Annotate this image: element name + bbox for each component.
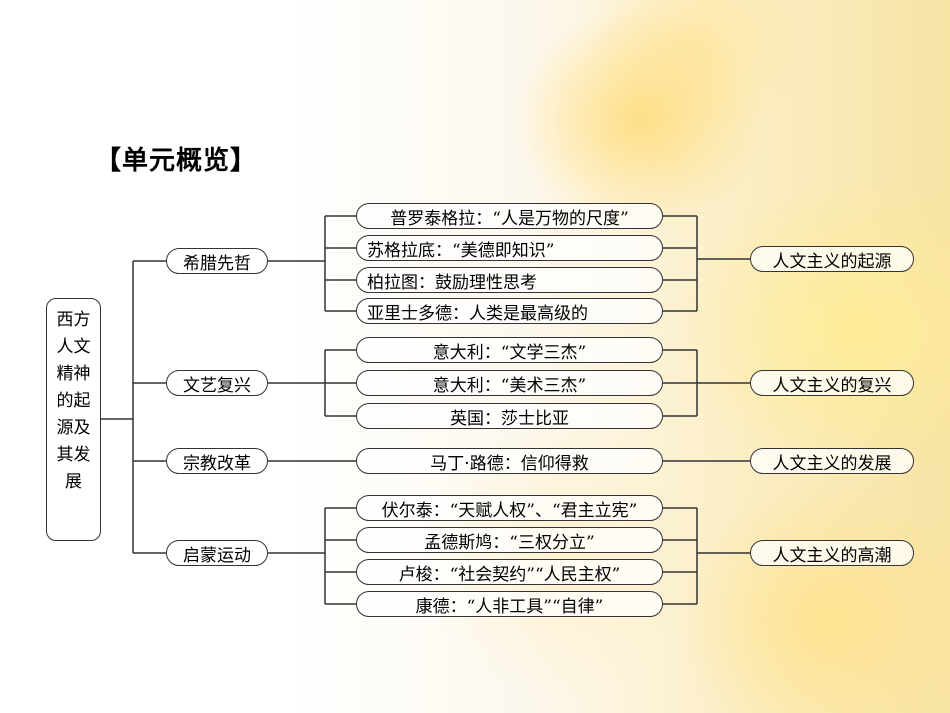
branch-greek-sages: 希腊先哲 [166,248,268,274]
item-voltaire: 伏尔泰：“天赋人权”、“君主立宪” [356,495,663,521]
root-line: 西方 [56,310,91,330]
result-climax: 人文主义的高潮 [750,540,914,566]
item-plato: 柏拉图：鼓励理性思考 [356,267,663,293]
item-shakespeare: 英国：莎士比亚 [356,403,663,429]
page-title: 【单元概览】 [95,146,258,176]
item-literature-three: 意大利：“文学三杰” [356,337,663,363]
item-protagoras: 普罗泰格拉：“人是万物的尺度” [356,203,663,229]
item-socrates: 苏格拉底：“美德即知识” [356,235,663,261]
root-line: 其发 [56,445,91,465]
result-development: 人文主义的发展 [750,448,914,474]
branch-reformation: 宗教改革 [166,448,268,474]
root-line: 精神 [56,364,91,384]
branch-renaissance: 文艺复兴 [166,370,268,396]
root-line: 人文 [56,337,91,357]
item-luther: 马丁·路德：信仰得救 [356,448,663,474]
root-line: 源及 [56,418,91,438]
result-revival: 人文主义的复兴 [750,370,914,396]
root-line: 展 [65,472,82,492]
branch-enlightenment: 启蒙运动 [166,540,268,566]
item-art-three: 意大利：“美术三杰” [356,370,663,396]
item-kant: 康德：“人非工具”“自律” [356,591,663,617]
root-node-western-humanism: 西方 人文 精神 的起 源及 其发 展 [46,298,101,541]
item-rousseau: 卢梭：“社会契约”“人民主权” [356,559,663,585]
root-line: 的起 [56,391,91,411]
result-origin: 人文主义的起源 [750,246,914,272]
item-aristotle: 亚里士多德：人类是最高级的 [356,298,663,324]
item-montesquieu: 孟德斯鸠：“三权分立” [356,527,663,553]
